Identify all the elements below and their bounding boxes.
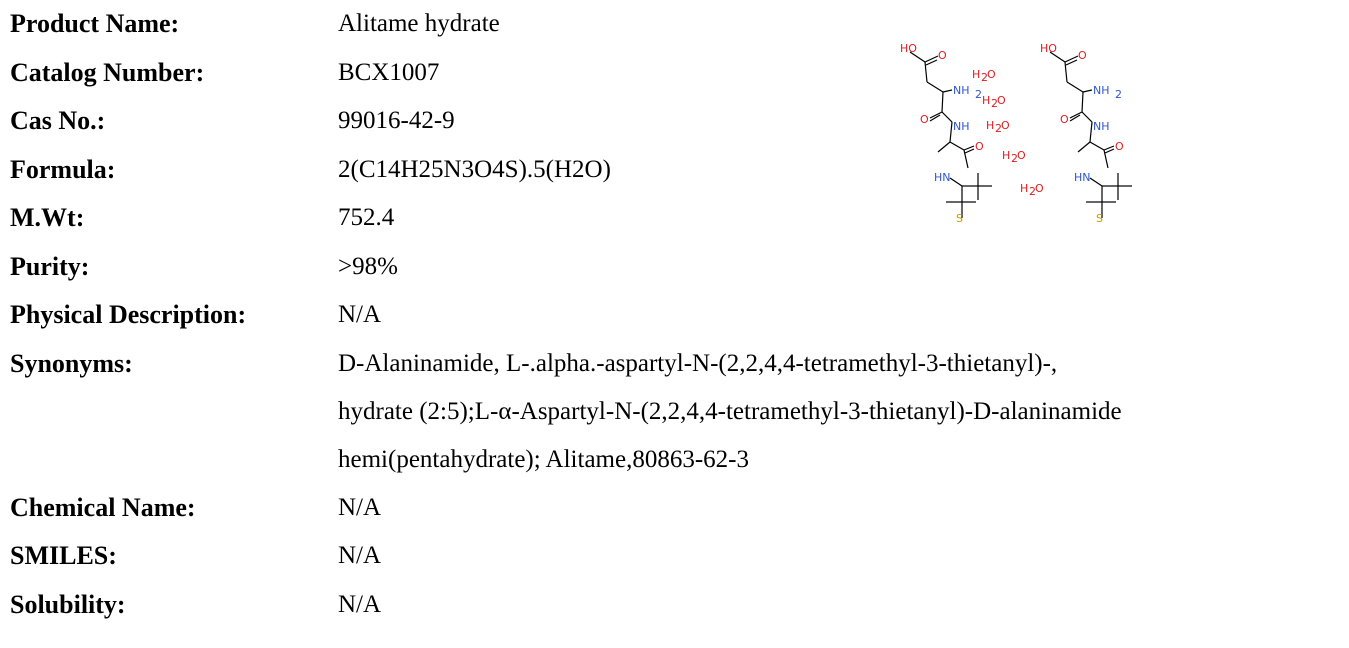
atom-label: O <box>1078 49 1087 62</box>
atom-label: O <box>1017 149 1026 162</box>
field-label: Synonyms: <box>10 348 133 378</box>
row-physical-description: Physical Description: N/A <box>10 291 1340 340</box>
field-value: 752.4 <box>338 204 395 231</box>
row-catalog-number: Catalog Number: BCX1007 <box>10 49 1340 98</box>
atom-label: HO <box>900 42 917 55</box>
atom-label: H <box>1002 149 1010 162</box>
water-molecule: H 2 O <box>986 119 1010 135</box>
atom-label: O <box>938 49 947 62</box>
field-label: Chemical Name: <box>10 492 196 522</box>
atom-label: H <box>986 119 994 132</box>
atom-label: H <box>982 94 990 107</box>
field-label: Purity: <box>10 251 90 281</box>
row-product-name: Product Name: Alitame hydrate <box>10 0 1340 49</box>
row-formula: Formula: 2(C14H25N3O4S).5(H2O) <box>10 146 1340 195</box>
atom-label: 2 <box>991 97 998 110</box>
atom-label: O <box>1060 113 1069 126</box>
field-value: 99016-42-9 <box>338 107 455 134</box>
synonyms-value: D-Alaninamide, L-.alpha.-aspartyl-N-(2,2… <box>338 340 1340 484</box>
atom-label: HN <box>1074 171 1091 184</box>
atom-label: NH <box>1093 120 1110 133</box>
atom-label: 2 <box>981 71 988 84</box>
atom-label: O <box>1001 119 1010 132</box>
atom-label: O <box>975 140 984 153</box>
atom-label: H <box>1020 182 1028 195</box>
field-value: N/A <box>338 493 382 521</box>
field-value: BCX1007 <box>338 58 440 86</box>
field-label: Product Name: <box>10 9 180 38</box>
atom-label: O <box>1035 182 1044 195</box>
water-molecule: H 2 O <box>982 94 1006 110</box>
synonyms-line: hemi(pentahydrate); Alitame,80863-62-3 <box>338 445 749 473</box>
field-value: N/A <box>338 301 382 328</box>
atom-label: O <box>997 94 1006 107</box>
field-value: Alitame hydrate <box>338 10 500 37</box>
atom-label: HN <box>934 171 951 184</box>
structure-drawing: HO O NH 2 O NH O HN S HO O NH 2 O NH O H… <box>900 42 1132 225</box>
atom-label: 2 <box>995 122 1002 135</box>
row-smiles: SMILES: N/A <box>10 532 1340 581</box>
row-synonyms: Synonyms: D-Alaninamide, L-.alpha.-aspar… <box>10 340 1340 484</box>
field-value: 2(C14H25N3O4S).5(H2O) <box>338 155 611 183</box>
row-cas-no: Cas No.: 99016-42-9 <box>10 97 1340 146</box>
atom-label: 2 <box>1011 152 1018 165</box>
chemical-structure-image: HO O NH 2 O NH O HN S HO O NH 2 O NH O H… <box>890 30 1160 240</box>
field-label: Cas No.: <box>10 106 106 135</box>
field-label: Formula: <box>10 154 116 184</box>
atom-label: NH <box>953 84 970 97</box>
water-molecule: H 2 O <box>972 68 996 84</box>
row-mwt: M.Wt: 752.4 <box>10 194 1340 243</box>
field-label: Physical Description: <box>10 300 247 329</box>
product-datasheet: Product Name: Alitame hydrate Catalog Nu… <box>10 0 1340 629</box>
atom-label: O <box>1115 140 1124 153</box>
field-value: N/A <box>338 542 382 569</box>
atom-label: NH <box>953 120 970 133</box>
atom-label: S <box>1096 212 1103 225</box>
atom-label: 2 <box>975 88 982 101</box>
field-value: N/A <box>338 590 382 618</box>
synonyms-line: hydrate (2:5);L-α-Aspartyl-N-(2,2,4,4-te… <box>338 397 1122 425</box>
row-chemical-name: Chemical Name: N/A <box>10 484 1340 533</box>
synonyms-line: D-Alaninamide, L-.alpha.-aspartyl-N-(2,2… <box>338 349 1058 377</box>
atom-label: 2 <box>1029 185 1036 198</box>
field-label: SMILES: <box>10 541 117 570</box>
atom-label: HO <box>1040 42 1057 55</box>
row-solubility: Solubility: N/A <box>10 581 1340 630</box>
water-molecule: H 2 O <box>1002 149 1026 165</box>
atom-label: NH <box>1093 84 1110 97</box>
atom-label: H <box>972 68 980 81</box>
field-value: >98% <box>338 252 398 280</box>
field-label: M.Wt: <box>10 203 85 232</box>
atom-label: S <box>956 212 963 225</box>
water-molecule: H 2 O <box>1020 182 1044 198</box>
atom-label: 2 <box>1115 88 1122 101</box>
atom-label: O <box>920 113 929 126</box>
field-label: Catalog Number: <box>10 57 205 87</box>
row-purity: Purity: >98% <box>10 243 1340 292</box>
field-label: Solubility: <box>10 589 126 619</box>
atom-label: O <box>987 68 996 81</box>
